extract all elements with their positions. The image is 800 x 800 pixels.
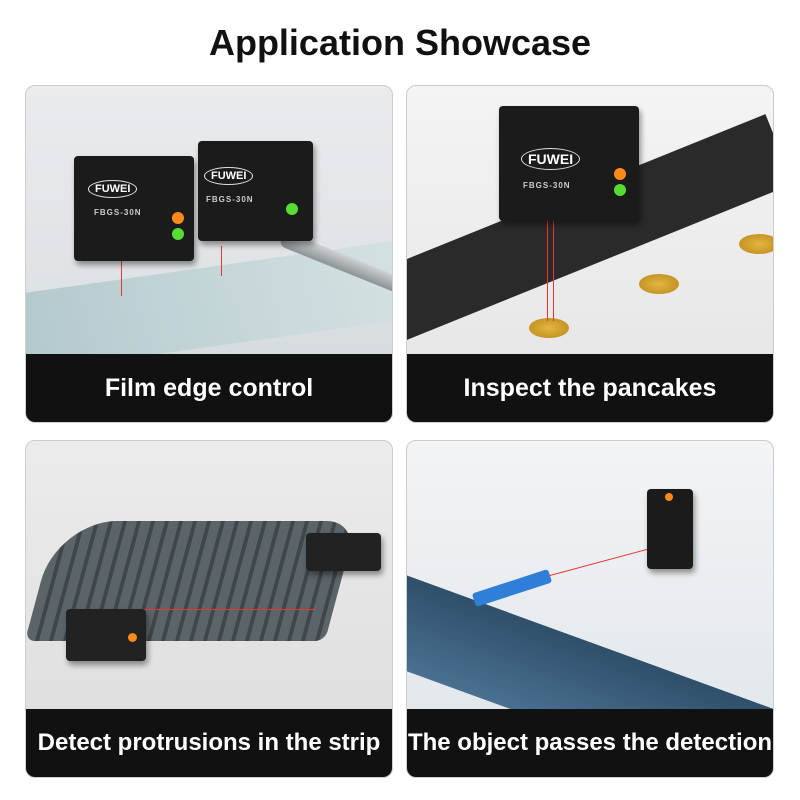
page-title: Application Showcase (208, 22, 592, 63)
laser-beam (121, 256, 122, 296)
panel-object-passes: The object passes the detection (406, 440, 774, 778)
panel-film-edge-control: FUWEI FBGS-30N FUWEI FBGS-30N Film edge … (25, 85, 393, 423)
sensor-model: FBGS-30N (94, 208, 142, 217)
indicator-led-icon (172, 212, 184, 224)
sensor-brand: FUWEI (204, 167, 254, 185)
belt-scene (407, 441, 773, 777)
film-edge-scene: FUWEI FBGS-30N FUWEI FBGS-30N (26, 86, 392, 376)
caption: Inspect the pancakes (407, 354, 773, 422)
pancake (739, 234, 773, 254)
sensor (647, 489, 693, 569)
pancake (529, 318, 569, 338)
indicator-led-icon (665, 493, 673, 501)
caption: Film edge control (26, 354, 392, 422)
sensor-brand: FUWEI (521, 148, 581, 170)
emitter-sensor (66, 609, 146, 661)
laser-beam (553, 216, 554, 321)
sensor: FUWEI FBGS-30N (499, 106, 639, 221)
laser-beam (547, 216, 548, 321)
caption: The object passes the detection (407, 709, 773, 777)
receiver-sensor (306, 533, 381, 571)
indicator-led-icon (128, 633, 137, 642)
pancake (639, 274, 679, 294)
caption: Detect protrusions in the strip (26, 709, 392, 777)
pancake-scene: FUWEI FBGS-30N (407, 86, 773, 356)
sensor-model: FBGS-30N (206, 195, 254, 204)
laser-beam (548, 546, 656, 577)
panel-inspect-pancakes: FUWEI FBGS-30N Inspect the pancakes (406, 85, 774, 423)
indicator-led-icon (286, 203, 298, 215)
indicator-led-icon (614, 184, 626, 196)
sensor-right: FUWEI FBGS-30N (198, 141, 313, 241)
sensor-left: FUWEI FBGS-30N (74, 156, 194, 261)
strip-scene (26, 441, 392, 711)
laser-beam (116, 609, 316, 610)
laser-beam (221, 246, 222, 276)
indicator-led-icon (614, 168, 626, 180)
sensor-brand: FUWEI (88, 180, 138, 198)
panel-detect-protrusions: Detect protrusions in the strip (25, 440, 393, 778)
blue-object (471, 568, 553, 608)
indicator-led-icon (172, 228, 184, 240)
sensor-model: FBGS-30N (523, 181, 571, 190)
